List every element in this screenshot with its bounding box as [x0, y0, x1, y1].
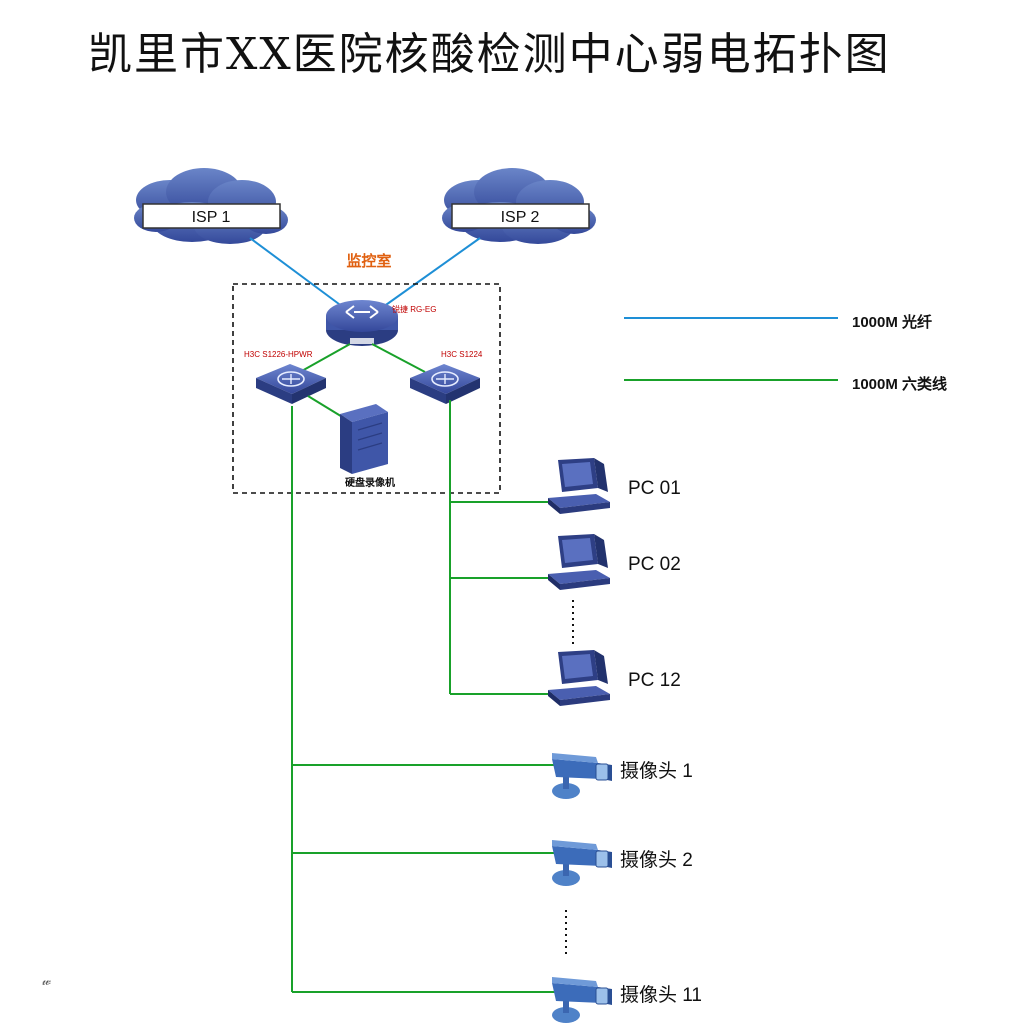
- nvr-icon: [340, 404, 388, 474]
- monitoring-room-box: [232, 283, 501, 494]
- camera2-label: 摄像头 2: [620, 849, 693, 871]
- isp2-fiber-link: [382, 237, 481, 308]
- pc01-label: PC 01: [628, 478, 681, 499]
- pc12-icon: [548, 650, 610, 706]
- pc02-label: PC 02: [628, 554, 681, 575]
- isp1-label-box: ISP 1: [142, 203, 281, 229]
- camera1-icon: [551, 752, 613, 800]
- router-to-switch-right-link: [371, 343, 426, 373]
- switch-right-label: H3C S1224: [441, 350, 483, 359]
- pc02-icon: [548, 534, 610, 590]
- switch-left-icon: [255, 363, 327, 405]
- diagram-title: 凯里市XX医院核酸检测中心弱电拓扑图: [88, 29, 891, 80]
- pc01-icon: [548, 458, 610, 514]
- isp1-label: ISP 1: [192, 209, 231, 226]
- watermark-mark: 𝓌: [42, 973, 51, 988]
- monitoring-room-label: 监控室: [346, 252, 391, 270]
- legend-fiber-label: 1000M 光纤: [852, 313, 932, 331]
- legend: 1000M 光纤 1000M 六类线: [624, 313, 947, 393]
- router-label: 锐捷 RG-EG: [392, 304, 436, 314]
- router-to-switch-left-link: [299, 343, 351, 373]
- isp1-fiber-link: [249, 237, 344, 308]
- switch-to-nvr-link: [307, 395, 345, 419]
- legend-cat6-label: 1000M 六类线: [852, 375, 947, 393]
- camera11-label: 摄像头 11: [620, 984, 702, 1006]
- pc12-label: PC 12: [628, 670, 681, 691]
- camera2-icon: [551, 839, 613, 887]
- switch-left-label: H3C S1226-HPWR: [244, 350, 313, 359]
- camera11-icon: [551, 976, 613, 1024]
- isp2-label-box: ISP 2: [451, 203, 590, 229]
- isp2-label: ISP 2: [501, 209, 540, 226]
- router-icon: [326, 300, 398, 346]
- camera1-label: 摄像头 1: [620, 760, 693, 782]
- nvr-label: 硬盘录像机: [345, 476, 395, 489]
